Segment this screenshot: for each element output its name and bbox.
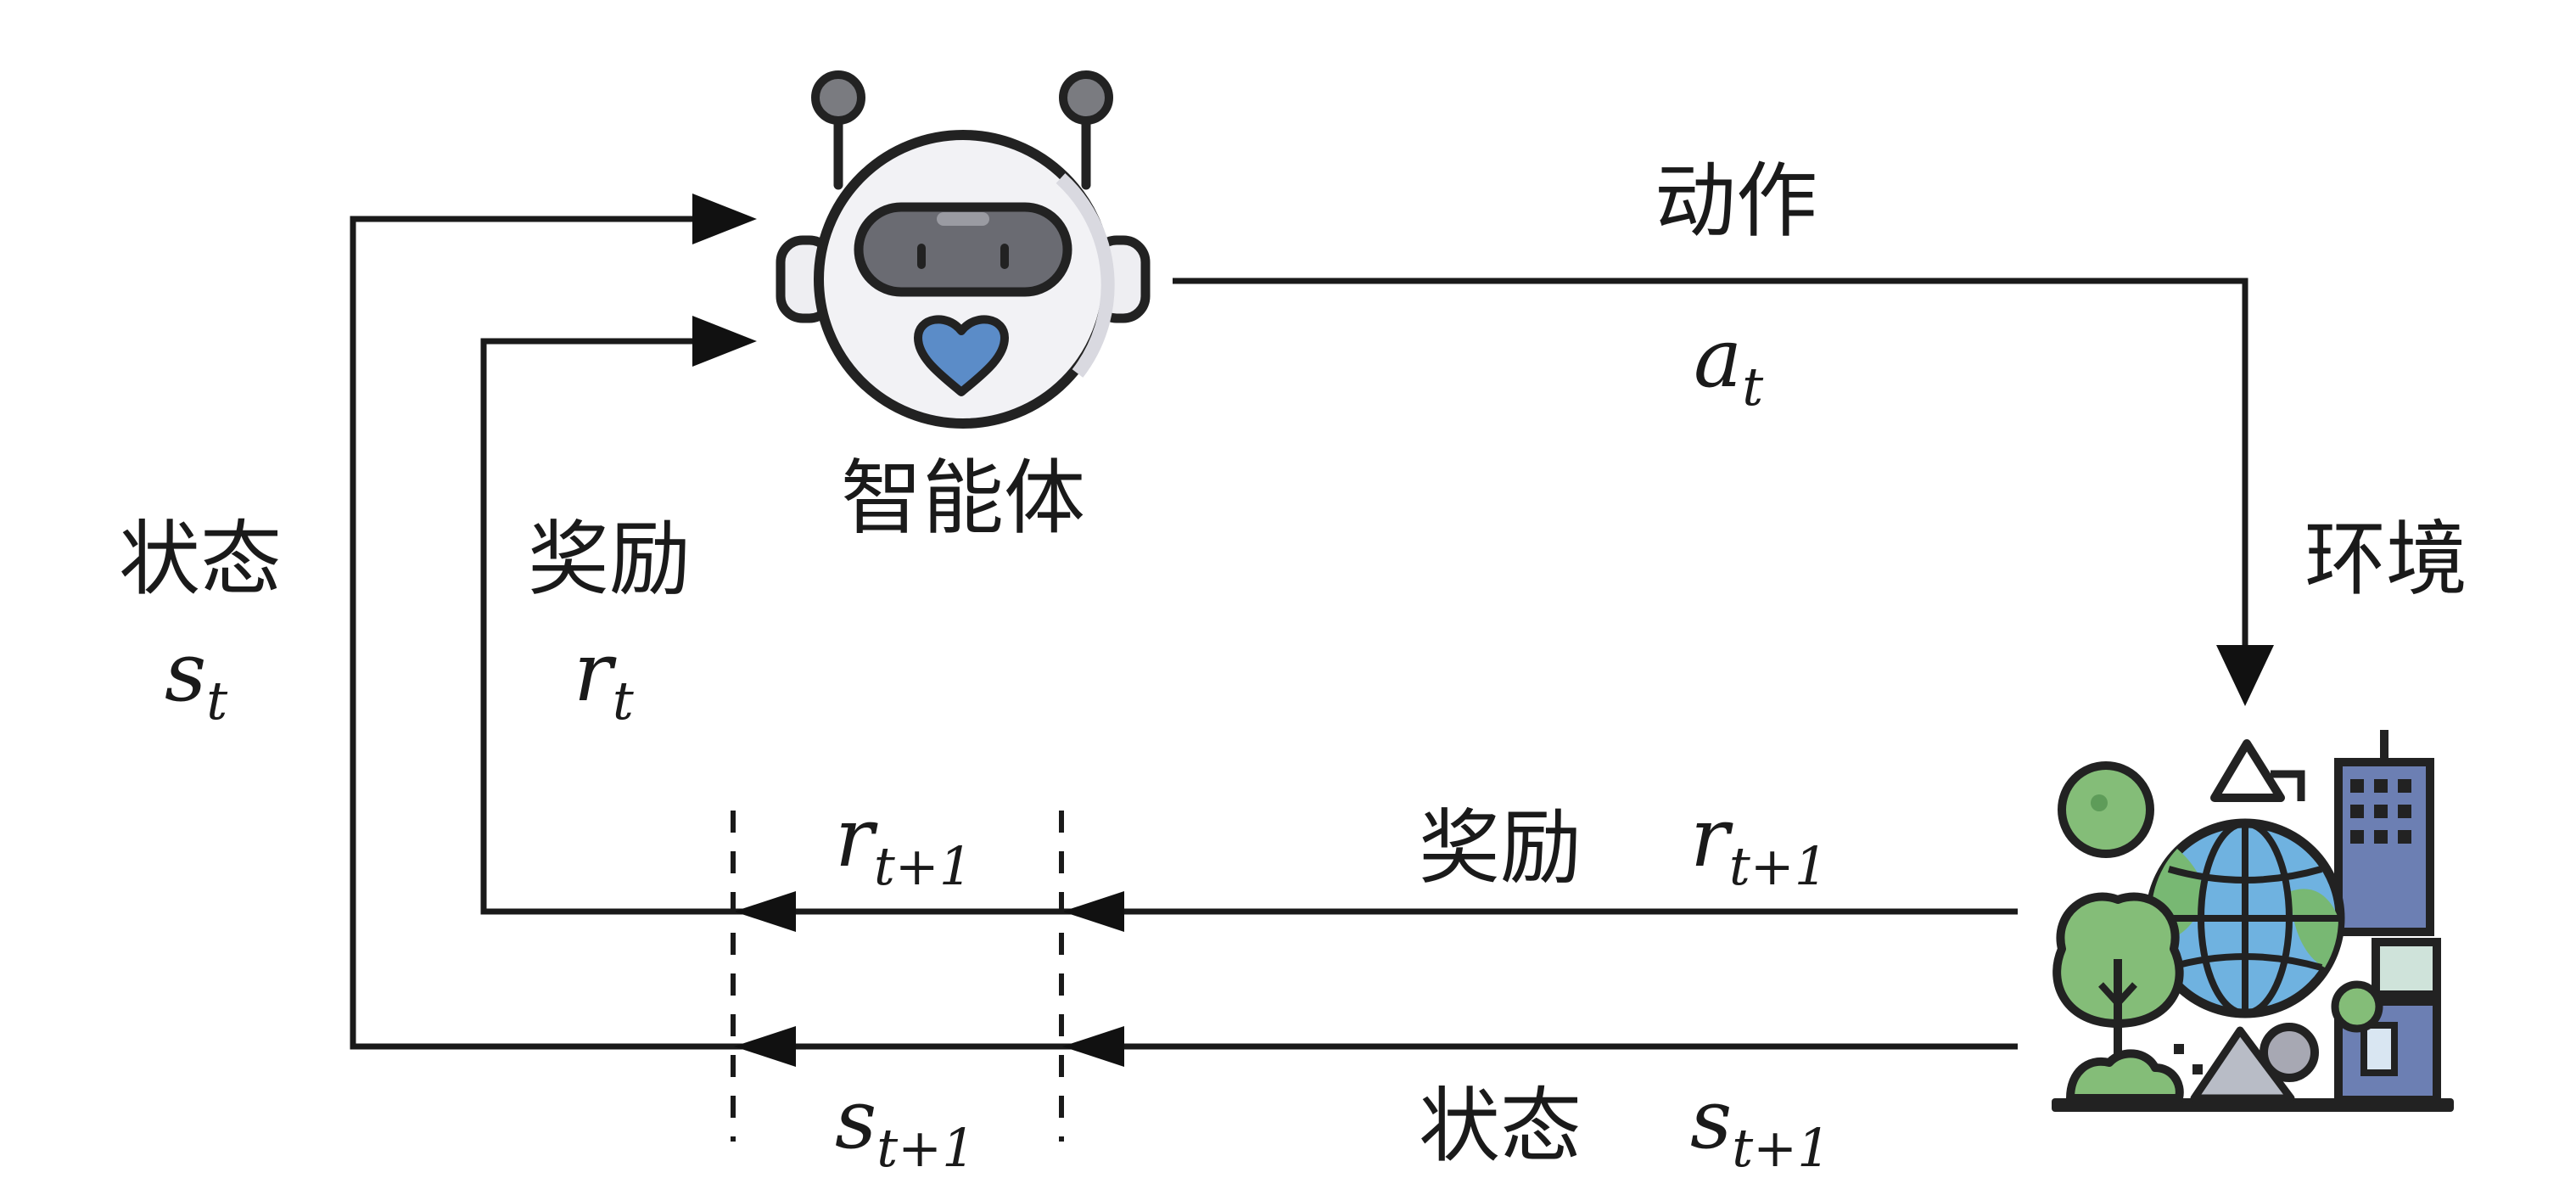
reward-loop-arrowhead xyxy=(692,316,757,367)
state-next-label: 状态 xyxy=(1419,1079,1582,1174)
action-arrow-line xyxy=(1173,278,2248,662)
state-row-arrowhead-left xyxy=(734,1026,796,1067)
environment-label: 环境 xyxy=(2304,512,2467,607)
state-current-label: 状态 xyxy=(119,512,282,607)
state-next-symbol-left: st+1 xyxy=(835,1072,976,1179)
reward-loop-line xyxy=(480,338,2018,915)
action-arrowhead xyxy=(2216,645,2274,706)
robot-icon xyxy=(776,70,1151,429)
state-row-arrowhead-right xyxy=(1062,1026,1124,1067)
reward-current-symbol: rt xyxy=(574,625,634,732)
state-loop-arrowhead xyxy=(692,194,757,244)
reward-row-arrowhead-left xyxy=(734,891,796,932)
action-symbol: at xyxy=(1694,311,1763,418)
reward-row-arrowhead-right xyxy=(1062,891,1124,932)
heart-icon xyxy=(914,315,1009,396)
globe-city-icon xyxy=(2052,730,2454,1112)
reward-current-label: 奖励 xyxy=(528,512,691,607)
agent-label: 智能体 xyxy=(841,451,1085,546)
reward-next-label: 奖励 xyxy=(1419,800,1582,895)
action-label: 动作 xyxy=(1655,154,1817,249)
state-loop-line xyxy=(350,216,2018,1050)
reward-next-symbol-right: rt+1 xyxy=(1690,790,1828,897)
state-current-symbol: st xyxy=(165,625,227,732)
reward-next-symbol-left: rt+1 xyxy=(835,790,972,897)
state-next-symbol-right: st+1 xyxy=(1690,1072,1831,1179)
